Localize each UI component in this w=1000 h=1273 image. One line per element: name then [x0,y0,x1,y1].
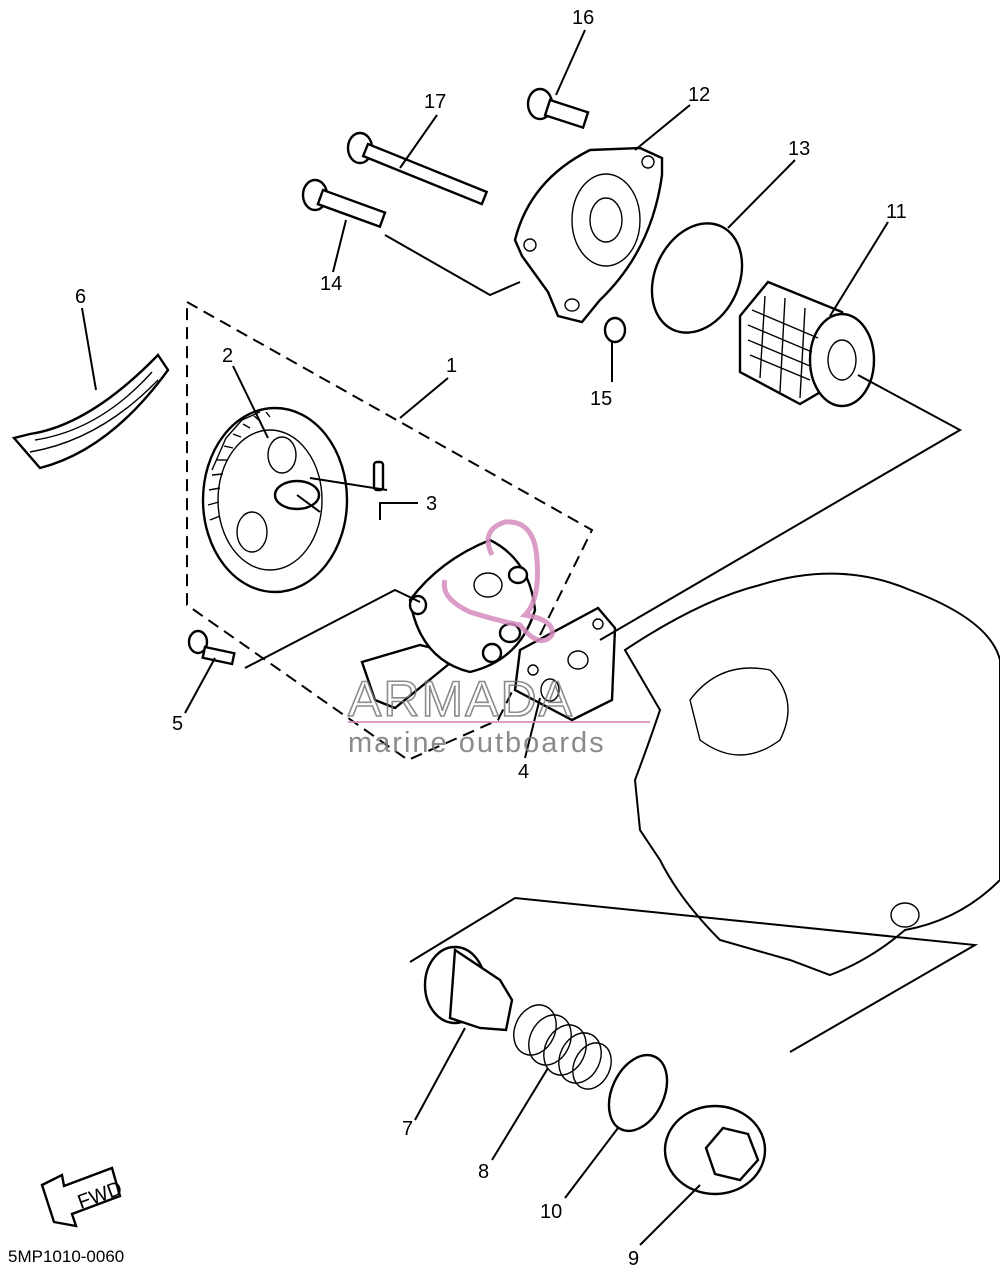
part-10-o-ring [607,1053,669,1133]
part-2-gear [201,406,349,594]
part-17-bolt [346,131,489,206]
part-5-screw [187,629,236,666]
callout-12: 12 [688,84,710,106]
callout-13: 13 [788,138,810,160]
callout-11: 11 [886,201,907,223]
part-13-o-ring [650,222,744,334]
part-3-pin [372,460,385,492]
part-9-plug [663,1104,767,1196]
oil-pump-body [360,538,537,710]
callout-17: 17 [424,91,446,113]
part-7-plunger [423,945,514,1032]
watermark-tagline: marine outboards [348,727,606,759]
part-8-spring [513,1004,612,1090]
oil-pump-assembly-boundary [186,300,594,762]
part-6-cover [11,353,170,470]
crankcase-outline [623,572,1000,977]
callout-3: 3 [426,493,437,515]
seahorse-logo [441,519,555,644]
callout-15: 15 [590,388,612,410]
callout-4: 4 [518,761,529,783]
callout-8: 8 [478,1161,489,1183]
relief-valve-boundary [409,896,979,1053]
watermark-brand: ARMADA [348,671,574,727]
part-11-filter [738,280,876,408]
callout-1: 1 [446,355,457,377]
callout-2: 2 [222,345,233,367]
callout-10: 10 [540,1201,562,1223]
callout-labels: 1 2 3 4 5 6 7 8 9 10 11 12 13 14 15 16 1… [75,7,907,1270]
callout-6: 6 [75,286,86,308]
armada-watermark: ARMADA marine outboards [347,519,650,759]
callout-7: 7 [402,1118,413,1140]
callout-9: 9 [628,1248,639,1270]
part-15-o-ring [603,316,627,344]
callout-16: 16 [572,7,594,29]
callout-14: 14 [320,273,342,295]
leader-lines [81,29,963,1246]
part-4-gasket [513,606,617,722]
part-12-cover [513,146,664,324]
fwd-arrow: FWD [40,1166,125,1228]
diagram-code: 5MP1010-0060 [8,1247,124,1266]
callout-5: 5 [172,713,183,735]
part-14-bolt [301,178,387,229]
part-16-bolt [526,87,590,130]
